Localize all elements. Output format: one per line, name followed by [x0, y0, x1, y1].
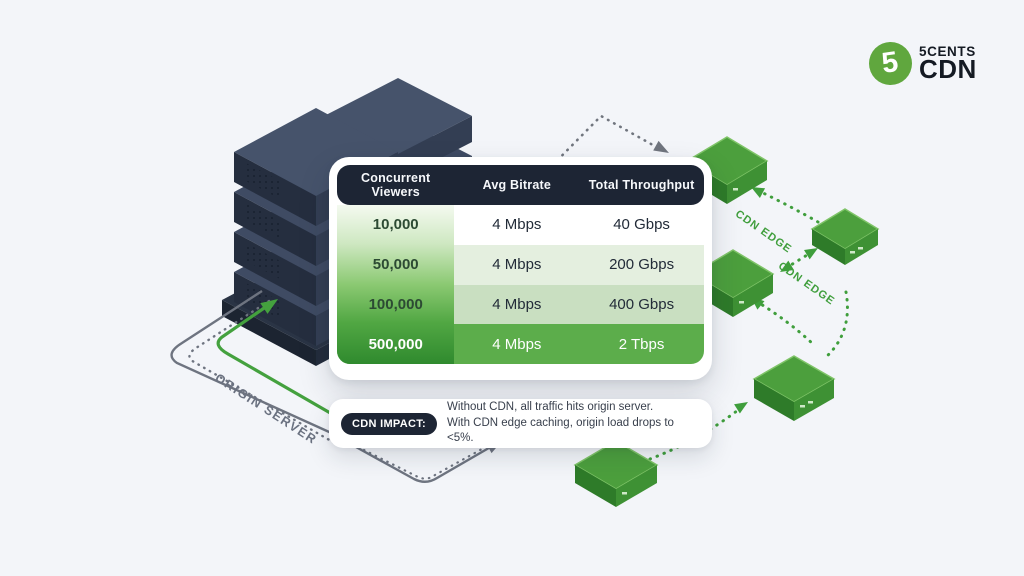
- viewers-column-gradient: [337, 205, 455, 364]
- cdn-edge-node-lower-left: [573, 440, 659, 507]
- cdn-impact-badge: CDN IMPACT:: [341, 412, 437, 435]
- cdn-impact-line-1: Without CDN, all traffic hits origin ser…: [446, 401, 654, 414]
- cell-viewers-3: 100,000: [368, 295, 423, 313]
- cdn-edge-node-right: [810, 208, 880, 265]
- arrowhead-icon: [780, 260, 794, 272]
- cdn-edge-label-upper: CDN EDGE: [733, 208, 794, 256]
- header-concurrent-viewers: Concurrent Viewers: [361, 171, 431, 199]
- cell-bitrate-1: 4 Mbps: [492, 216, 542, 234]
- logo-circle-icon: 5: [869, 42, 912, 85]
- origin-traffic-lines: [170, 289, 502, 483]
- arrowhead-icon: [260, 299, 278, 314]
- logo-five-glyph: 5: [880, 46, 901, 80]
- throughput-table-card: Concurrent Viewers Avg Bitrate Total Thr…: [329, 157, 712, 380]
- cell-bitrate-3: 4 Mbps: [492, 295, 542, 313]
- cell-bitrate-4: 4 Mbps: [492, 335, 542, 353]
- header-total-throughput: Total Throughput: [588, 178, 695, 192]
- cdn-impact-text: Without CDN, all traffic hits origin ser…: [447, 400, 700, 447]
- cell-throughput-2: 200 Gbps: [609, 256, 675, 274]
- cdn-edge-label-lower: CDN EDGE: [776, 260, 837, 308]
- arrowhead-icon: [751, 187, 766, 198]
- cell-throughput-4: 2 Tbps: [618, 335, 665, 353]
- table-header-row: Concurrent Viewers Avg Bitrate Total Thr…: [337, 165, 704, 205]
- cdn-impact-card: CDN IMPACT: Without CDN, all traffic hit…: [329, 399, 712, 448]
- cdn-edge-node-bottom: [752, 355, 836, 421]
- cell-viewers-1: 10,000: [372, 216, 419, 234]
- cell-bitrate-2: 4 Mbps: [492, 256, 542, 274]
- table-cells: 10,000 4 Mbps 40 Gbps 50,000 4 Mbps 200 …: [337, 205, 704, 364]
- brand-logo: 5 5CENTS CDN: [869, 42, 977, 85]
- cell-viewers-2: 50,000: [372, 256, 419, 274]
- arrowhead-icon: [734, 402, 748, 414]
- header-avg-bitrate: Avg Bitrate: [482, 178, 552, 192]
- cell-throughput-1: 40 Gbps: [613, 216, 670, 234]
- origin-server-label: ORIGIN SERVER: [212, 371, 319, 447]
- green-return-line: [216, 302, 333, 416]
- cdn-impact-line-2: With CDN edge caching, origin load drops…: [446, 416, 674, 445]
- cell-viewers-4: 500,000: [368, 335, 423, 353]
- arrowhead-icon: [653, 140, 669, 153]
- logo-wordmark-bottom: CDN: [919, 54, 977, 85]
- arrowhead-icon: [804, 248, 818, 260]
- table-body: 10,000 4 Mbps 40 Gbps 50,000 4 Mbps 200 …: [337, 205, 704, 364]
- logo-wordmark-top: 5CENTS: [919, 43, 976, 59]
- cell-throughput-3: 400 Gbps: [609, 295, 675, 313]
- logo-wordmark: 5CENTS CDN: [919, 45, 977, 82]
